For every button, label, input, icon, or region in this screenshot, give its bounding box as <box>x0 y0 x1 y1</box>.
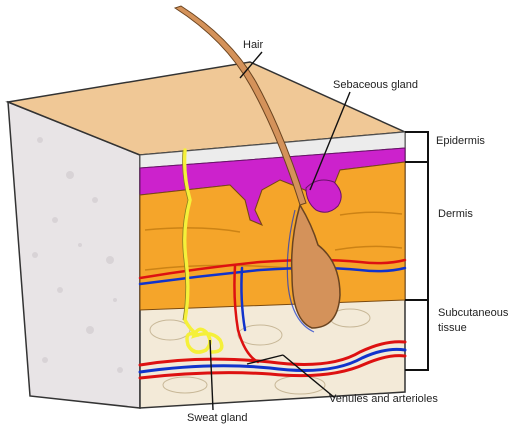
layer-brackets <box>405 132 428 370</box>
dermis-label: Dermis <box>438 208 473 221</box>
subcutaneous-label-line1: Subcutaneous <box>438 307 508 320</box>
epidermis-label: Epidermis <box>436 135 485 148</box>
sweat-gland-label: Sweat gland <box>187 412 248 425</box>
venules-arterioles-label: Venules and arterioles <box>329 393 438 406</box>
subcutaneous-label-line2: tissue <box>438 322 467 335</box>
block-side-face <box>8 102 140 408</box>
sebaceous-gland-label: Sebaceous gland <box>333 79 418 92</box>
hair-label: Hair <box>243 39 263 52</box>
